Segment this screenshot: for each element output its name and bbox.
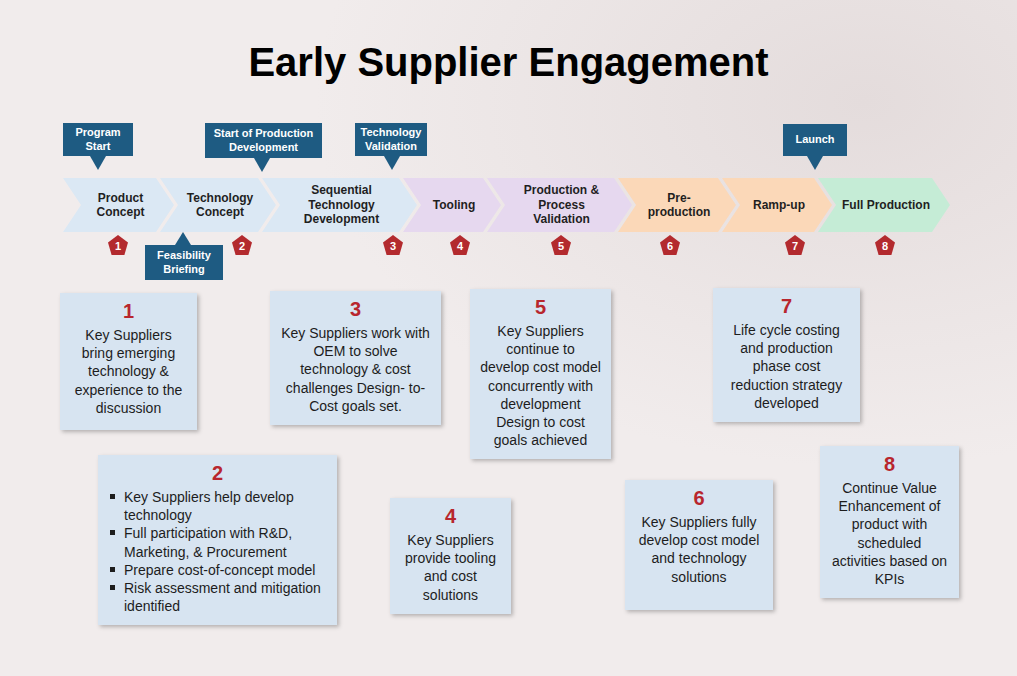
node-label: Launch: [795, 133, 834, 146]
description-text: Key Suppliers bring emerging technology …: [70, 326, 187, 417]
callout-number: 4: [450, 235, 470, 255]
title: Early Supplier Engagement: [0, 38, 1017, 86]
label-wrap: Full Production: [842, 198, 930, 212]
description-box: 3Key Suppliers work with OEM to solve te…: [270, 291, 441, 425]
bullet-text: Full participation with R&D, Marketing, …: [124, 524, 327, 560]
phase-chevron: Ramp-up: [722, 178, 832, 232]
description-text: Key Suppliers work with OEM to solve tec…: [280, 324, 431, 415]
bullet-item: Key Suppliers help develop technology: [108, 488, 327, 524]
label-wrap: Start of Production Development: [209, 127, 318, 153]
description-box: 6Key Suppliers fully develop cost model …: [625, 480, 773, 610]
pointer: [254, 158, 270, 172]
phase-chevron: Product Concept: [63, 178, 174, 232]
phase-chevron: Production & Process Validation: [487, 178, 632, 232]
description-text: Continue Value Enhancement of product wi…: [830, 479, 949, 588]
pointer: [807, 156, 823, 170]
milestone-flag: Launch: [783, 124, 847, 156]
bullet-text: Risk assessment and mitigation identifie…: [124, 579, 327, 615]
node-label: Product Concept: [87, 191, 154, 220]
step-number: 1: [70, 299, 187, 324]
step-number: 3: [280, 297, 431, 322]
node-label: Production & Process Validation: [511, 183, 612, 226]
node-label: Pre-production: [642, 191, 716, 220]
pointer: [90, 156, 106, 170]
milestone-flag: Technology Validation: [355, 123, 427, 156]
label-wrap: Feasibility Briefing: [149, 249, 219, 275]
milestone-flag: Feasibility Briefing: [145, 245, 223, 280]
node-label: Technology Concept: [184, 191, 256, 220]
callout-number: 2: [232, 235, 252, 255]
label-wrap: Sequential Technology Development: [286, 183, 397, 226]
bullet-mark: [110, 494, 115, 499]
callout-number: 5: [551, 235, 571, 255]
description-text: Key Suppliers fully develop cost model a…: [635, 513, 763, 586]
node-label: Program Start: [67, 126, 129, 152]
node-label: Start of Production Development: [209, 127, 318, 153]
label-wrap: Pre-production: [642, 191, 716, 220]
callout-number: 7: [785, 235, 805, 255]
description-box: 7Life cycle costing and production phase…: [713, 288, 860, 422]
bullet-item: Full participation with R&D, Marketing, …: [108, 524, 327, 560]
phase-chevron: Full Production: [818, 178, 950, 232]
phase-chevron: Sequential Technology Development: [262, 178, 417, 232]
label-wrap: Technology Validation: [359, 126, 423, 152]
label-wrap: Production & Process Validation: [511, 183, 612, 226]
node-label: Feasibility Briefing: [149, 249, 219, 275]
node-label: Sequential Technology Development: [286, 183, 397, 226]
description-text: Life cycle costing and production phase …: [723, 321, 850, 412]
description-box: 2Key Suppliers help develop technologyFu…: [98, 455, 337, 625]
pointer: [384, 156, 400, 170]
node-label: Ramp-up: [753, 198, 805, 212]
step-number: 8: [830, 452, 949, 477]
node-label: Technology Validation: [359, 126, 423, 152]
bullet-item: Risk assessment and mitigation identifie…: [108, 579, 327, 615]
node-label: Full Production: [842, 198, 930, 212]
label-wrap: Product Concept: [87, 191, 154, 220]
description-box: 8Continue Value Enhancement of product w…: [820, 446, 959, 598]
bullet-text: Prepare cost-of-concept model: [124, 561, 327, 579]
description-text: Key Suppliers continue to develop cost m…: [480, 322, 601, 449]
step-number: 6: [635, 486, 763, 511]
bullet-mark: [110, 585, 115, 590]
callout-number: 1: [108, 235, 128, 255]
step-number: 5: [480, 295, 601, 320]
callout-number: 8: [875, 235, 895, 255]
label-wrap: Launch: [795, 133, 834, 146]
description-box: 5Key Suppliers continue to develop cost …: [470, 289, 611, 459]
milestone-flag: Program Start: [63, 123, 133, 156]
phase-chevron: Tooling: [403, 178, 501, 232]
description-box: 1Key Suppliers bring emerging technology…: [60, 293, 197, 430]
bullet-text: Key Suppliers help develop technology: [124, 488, 327, 524]
pointer: [175, 232, 191, 245]
label-wrap: Tooling: [433, 198, 475, 212]
step-number: 2: [108, 461, 327, 486]
callout-number: 3: [383, 235, 403, 255]
description-box: 4Key Suppliers provide tooling and cost …: [390, 498, 511, 614]
bullet-mark: [110, 567, 115, 572]
description-text: Key Suppliers provide tooling and cost s…: [400, 531, 501, 604]
phase-chevron: Pre-production: [618, 178, 736, 232]
bullet-item: Prepare cost-of-concept model: [108, 561, 327, 579]
label-wrap: Program Start: [67, 126, 129, 152]
label-wrap: Technology Concept: [184, 191, 256, 220]
node-label: Tooling: [433, 198, 475, 212]
callout-number: 6: [660, 235, 680, 255]
step-number: 7: [723, 294, 850, 319]
milestone-flag: Start of Production Development: [205, 123, 322, 158]
phase-chevron: Technology Concept: [160, 178, 276, 232]
step-number: 4: [400, 504, 501, 529]
label-wrap: Ramp-up: [753, 198, 805, 212]
bullet-mark: [110, 530, 115, 535]
